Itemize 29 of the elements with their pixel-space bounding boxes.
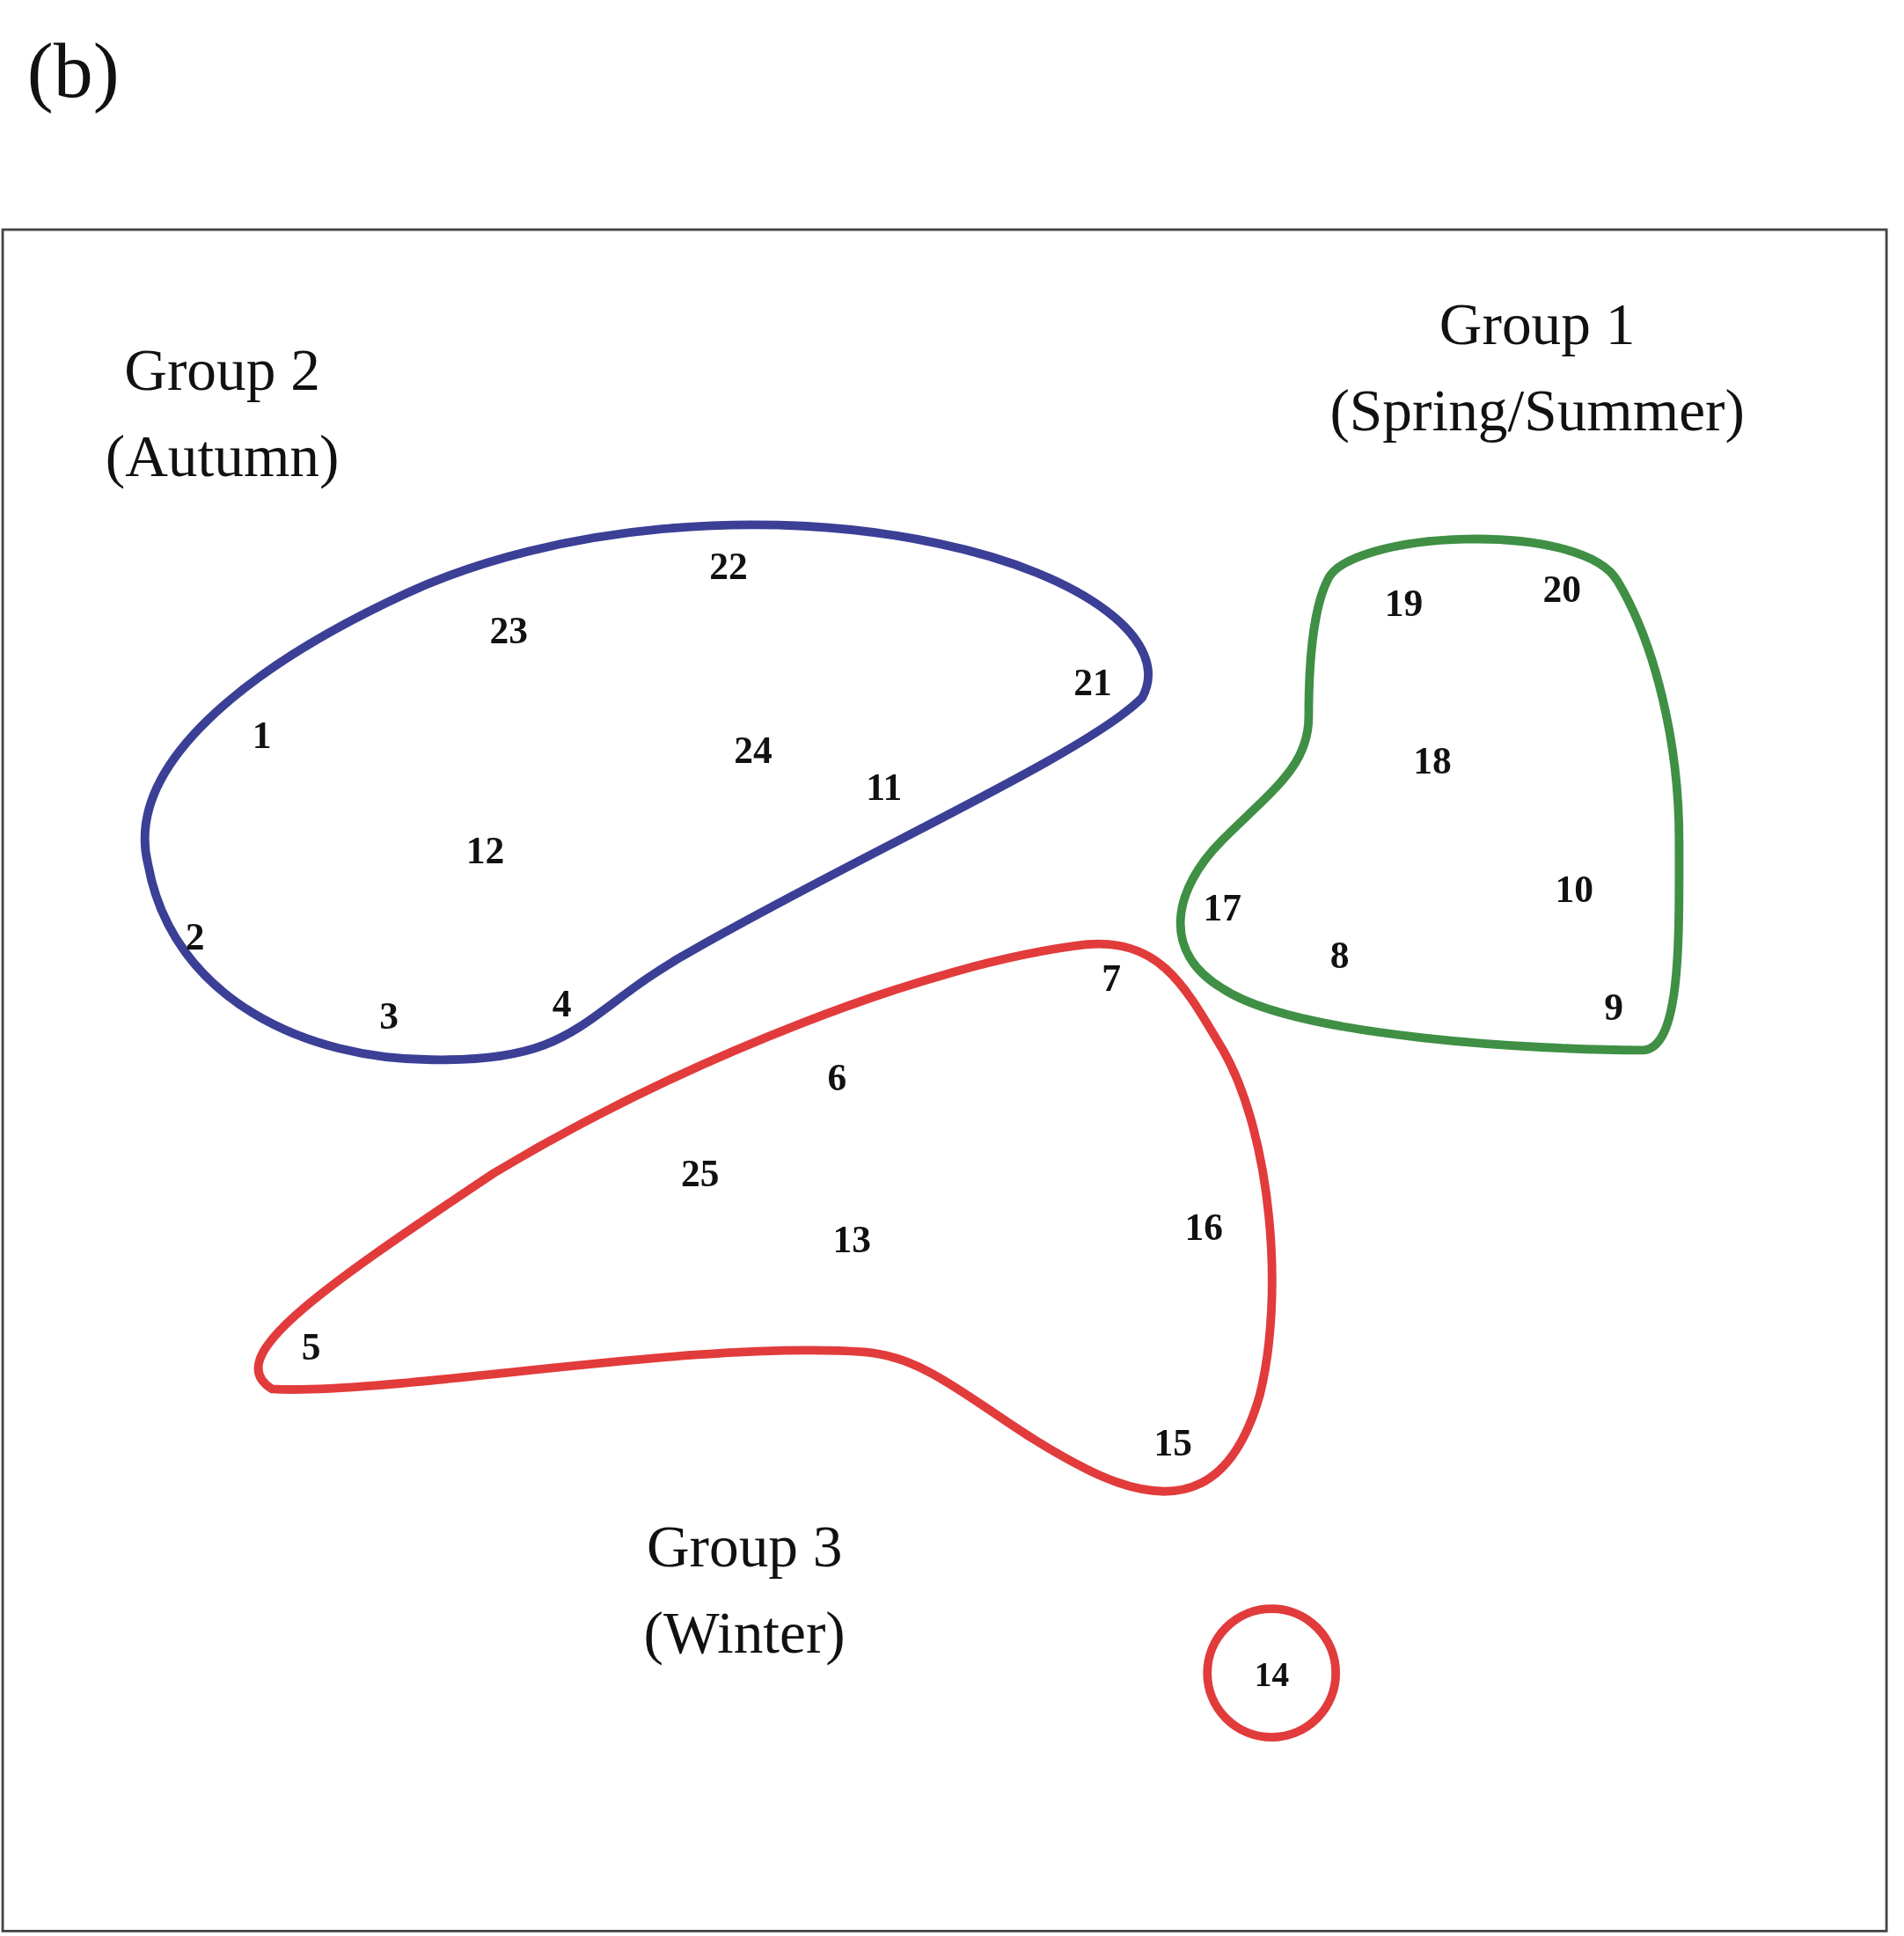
point-label: 18: [1413, 738, 1452, 783]
point-label: 2: [185, 913, 205, 958]
point-label: 9: [1604, 984, 1624, 1029]
point-label: 11: [866, 764, 903, 809]
point-label: 1: [252, 713, 272, 757]
point-label: 13: [832, 1216, 872, 1261]
point-label: 24: [734, 727, 773, 772]
panel-label: (b): [26, 26, 120, 114]
point-label: 12: [465, 827, 505, 872]
point-label: 21: [1073, 659, 1112, 704]
group-heading: Group 1 (Spring/Summer): [1329, 290, 1746, 445]
point-label: 7: [1102, 956, 1121, 1001]
point-label: 8: [1329, 932, 1350, 977]
point-label: 4: [552, 980, 572, 1025]
point-label: 22: [709, 543, 748, 588]
point-label: 15: [1153, 1420, 1192, 1465]
group-heading: Group 2 (Autumn): [104, 335, 341, 491]
point-label: 16: [1184, 1204, 1224, 1249]
point-label: 19: [1384, 580, 1424, 625]
point-label: 25: [680, 1151, 720, 1196]
point-label: 20: [1542, 567, 1581, 612]
point-label: 23: [489, 607, 528, 652]
point-label: 3: [379, 993, 399, 1038]
point-label: 6: [827, 1054, 847, 1099]
point-label: 5: [301, 1324, 321, 1368]
group-heading: Group 3 (Winter): [642, 1513, 846, 1668]
point-label: 10: [1555, 867, 1594, 912]
point-label: 17: [1203, 885, 1242, 930]
point-label: 14: [1254, 1654, 1290, 1694]
